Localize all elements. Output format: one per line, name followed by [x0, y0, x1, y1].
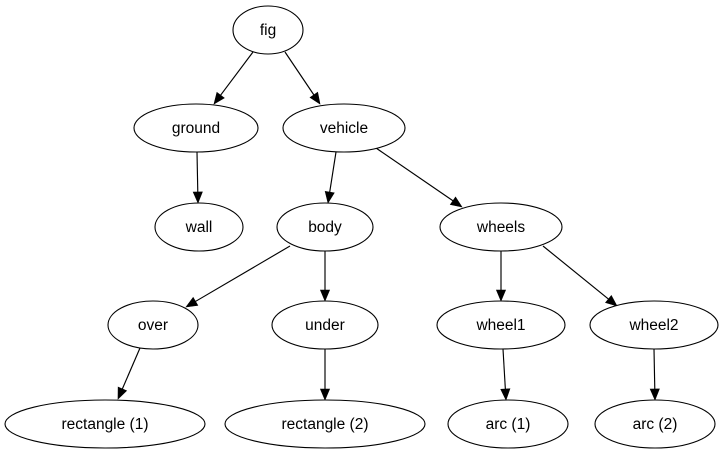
edge-line [375, 147, 454, 202]
node-shape-ellipse[interactable] [436, 300, 566, 350]
edge-over-rectangle-1 [117, 347, 141, 400]
edges-layer [117, 51, 660, 401]
node-wheels[interactable]: wheels [439, 202, 563, 252]
edge-line [542, 245, 609, 300]
node-vehicle[interactable]: vehicle [282, 103, 406, 153]
node-shape-ellipse[interactable] [154, 202, 244, 252]
node-over[interactable]: over [107, 300, 199, 350]
node-shape-ellipse[interactable] [594, 399, 716, 449]
node-shape-ellipse[interactable] [439, 202, 563, 252]
node-arc-2[interactable]: arc (2) [594, 399, 716, 449]
edge-wheel1-arc-1 [500, 348, 511, 401]
arrowhead-icon [117, 386, 128, 400]
edge-fig-ground [213, 51, 254, 105]
edge-line [284, 51, 315, 96]
arrowhead-icon [324, 191, 335, 204]
edge-vehicle-wheels [375, 147, 463, 208]
node-rectangle-2[interactable]: rectangle (2) [224, 399, 426, 449]
edge-line [329, 151, 337, 193]
node-shape-ellipse[interactable] [276, 202, 374, 252]
node-shape-ellipse[interactable] [224, 399, 426, 449]
edge-body-under [319, 251, 331, 302]
edge-line [220, 51, 254, 96]
node-shape-ellipse[interactable] [107, 300, 199, 350]
nodes-layer: fig ground vehicle wall body wheels over under w… [4, 5, 719, 449]
arrowhead-icon [449, 196, 463, 208]
edge-line [196, 151, 199, 193]
node-under[interactable]: under [271, 300, 379, 350]
node-shape-ellipse[interactable] [4, 399, 206, 449]
arrowhead-icon [319, 289, 331, 302]
node-shape-ellipse[interactable] [232, 5, 304, 55]
edge-under-rectangle-2 [319, 349, 331, 401]
edge-body-over [185, 245, 291, 308]
node-shape-ellipse[interactable] [589, 300, 719, 350]
arrowhead-icon [605, 294, 618, 307]
node-arc-1[interactable]: arc (1) [447, 399, 569, 449]
edge-vehicle-body [324, 151, 337, 204]
edge-line [195, 245, 291, 302]
edge-ground-wall [192, 151, 203, 204]
edge-wheels-wheel1 [495, 251, 507, 302]
node-shape-ellipse[interactable] [271, 300, 379, 350]
node-wheel2[interactable]: wheel2 [589, 300, 719, 350]
edge-fig-vehicle [284, 51, 321, 105]
node-wheel1[interactable]: wheel1 [436, 300, 566, 350]
arrowhead-icon [319, 388, 331, 401]
edge-wheels-wheel2 [542, 245, 618, 307]
node-shape-ellipse[interactable] [282, 103, 406, 153]
node-rectangle-1[interactable]: rectangle (1) [4, 399, 206, 449]
arrowhead-icon [213, 91, 225, 105]
arrowhead-icon [185, 296, 199, 308]
node-fig[interactable]: fig [232, 5, 304, 55]
node-shape-ellipse[interactable] [447, 399, 569, 449]
arrowhead-icon [495, 289, 507, 302]
node-wall[interactable]: wall [154, 202, 244, 252]
arrowhead-icon [649, 388, 660, 401]
edge-line [121, 347, 141, 390]
edge-line [502, 348, 506, 390]
edge-line [653, 348, 656, 390]
node-shape-ellipse[interactable] [133, 103, 259, 153]
arrowhead-icon [500, 388, 511, 401]
edge-wheel2-arc-2 [649, 348, 660, 401]
node-ground[interactable]: ground [133, 103, 259, 153]
arrowhead-icon [309, 91, 321, 105]
arrowhead-icon [192, 191, 203, 204]
node-body[interactable]: body [276, 202, 374, 252]
